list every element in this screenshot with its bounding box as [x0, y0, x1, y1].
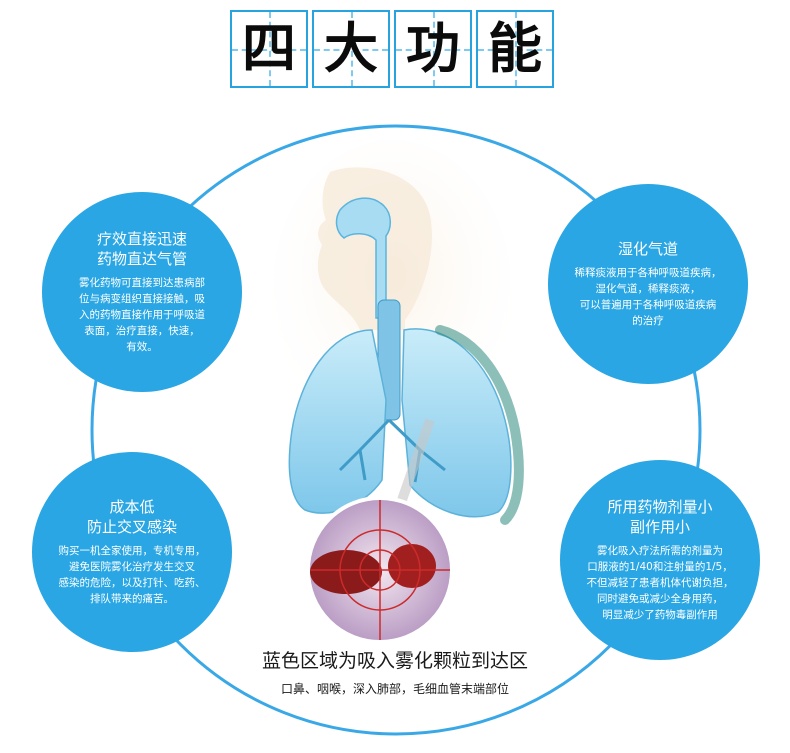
feature-body-line: 同时避免或减少全身用药，: [597, 593, 723, 605]
title-char-1: 四: [242, 17, 296, 80]
feature-body-line: 避免医院雾化治疗发生交叉: [69, 561, 195, 573]
feature-title-line: 所用药物剂量小: [607, 498, 713, 516]
title-char-4: 能: [488, 17, 542, 80]
feature-body-line: 雾化吸入疗法所需的剂量为: [597, 545, 723, 557]
page-title: 四 大 功 能: [230, 10, 560, 90]
feature-body-line: 口服液的1/40和注射量的1/5，: [587, 561, 733, 573]
title-box-4: 能: [476, 10, 554, 88]
title-char-3: 功: [406, 17, 460, 80]
feature-body-line: 雾化药物可直接到达患病部: [79, 277, 205, 289]
title-box-3: 功: [394, 10, 472, 88]
right-lung: [401, 328, 512, 518]
title-box-1: 四: [230, 10, 308, 88]
feature-body: 购买一机全家使用，专机专用， 避免医院雾化治疗发生交叉 感染的危险，以及打针、吃…: [56, 543, 208, 607]
feature-body-line: 稀释痰液用于各种呼吸道疾病，: [574, 267, 722, 279]
feature-humidify: 湿化气道 稀释痰液用于各种呼吸道疾病， 湿化气道，稀释痰液， 可以普遍用于各种呼…: [548, 184, 748, 384]
feature-body-line: 感染的危险，以及打针、吃药、: [58, 577, 206, 589]
feature-body-line: 明显减少了药物毒副作用: [602, 609, 718, 621]
feature-title-line: 疗效直接迅速: [96, 230, 187, 248]
feature-title: 所用药物剂量小 副作用小: [584, 497, 736, 537]
caption-main: 蓝色区域为吸入雾化颗粒到达区: [261, 650, 528, 672]
outer-ring: [90, 124, 702, 736]
feature-body-line: 的治疗: [632, 315, 664, 327]
title-box-2: 大: [312, 10, 390, 88]
feature-title-line: 成本低: [109, 498, 155, 516]
feature-body-line: 不但减轻了患者机体代谢负担，: [586, 577, 734, 589]
feature-title-line: 湿化气道: [617, 240, 678, 258]
feature-body-line: 表面，治疗直接，快速，: [84, 325, 200, 337]
feature-fast-effect: 疗效直接迅速 药物直达气管 雾化药物可直接到达患病部 位与病变组织直接接触，吸 …: [42, 192, 242, 392]
feature-title: 成本低 防止交叉感染: [56, 497, 208, 537]
feature-title-line: 药物直达气管: [96, 250, 187, 268]
feature-body-line: 排队带来的痛苦。: [90, 593, 174, 605]
feature-body-line: 购买一机全家使用，专机专用，: [58, 545, 206, 557]
feature-body-line: 可以普遍用于各种呼吸道疾病: [579, 299, 717, 311]
feature-low-dose: 所用药物剂量小 副作用小 雾化吸入疗法所需的剂量为 口服液的1/40和注射量的1…: [560, 460, 760, 660]
bronchi: [338, 418, 446, 483]
feature-body: 雾化吸入疗法所需的剂量为 口服液的1/40和注射量的1/5， 不但减轻了患者机体…: [584, 543, 736, 623]
feature-title-line: 防止交叉感染: [86, 518, 177, 536]
feature-title: 湿化气道: [572, 239, 724, 259]
feature-title-line: 副作用小: [629, 518, 690, 536]
feature-body: 稀释痰液用于各种呼吸道疾病， 湿化气道，稀释痰液， 可以普遍用于各种呼吸道疾病 …: [572, 265, 724, 329]
blood-vessel-right: [388, 544, 436, 588]
feature-body-line: 位与病变组织直接接触，吸: [79, 293, 205, 305]
feature-body-line: 有效。: [126, 341, 158, 353]
feature-low-cost: 成本低 防止交叉感染 购买一机全家使用，专机专用， 避免医院雾化治疗发生交叉 感…: [32, 452, 232, 652]
title-char-2: 大: [324, 17, 378, 80]
pleura-edge: [435, 325, 524, 525]
caption-sub: 口鼻、咽喉，深入肺部，毛细血管末端部位: [280, 682, 509, 696]
feature-body-line: 入的药物直接作用于呼吸道: [79, 309, 205, 321]
feature-body: 雾化药物可直接到达患病部 位与病变组织直接接触，吸 入的药物直接作用于呼吸道 表…: [66, 275, 218, 355]
feature-body-line: 湿化气道，稀释痰液，: [595, 283, 701, 295]
feature-title: 疗效直接迅速 药物直达气管: [66, 229, 218, 269]
